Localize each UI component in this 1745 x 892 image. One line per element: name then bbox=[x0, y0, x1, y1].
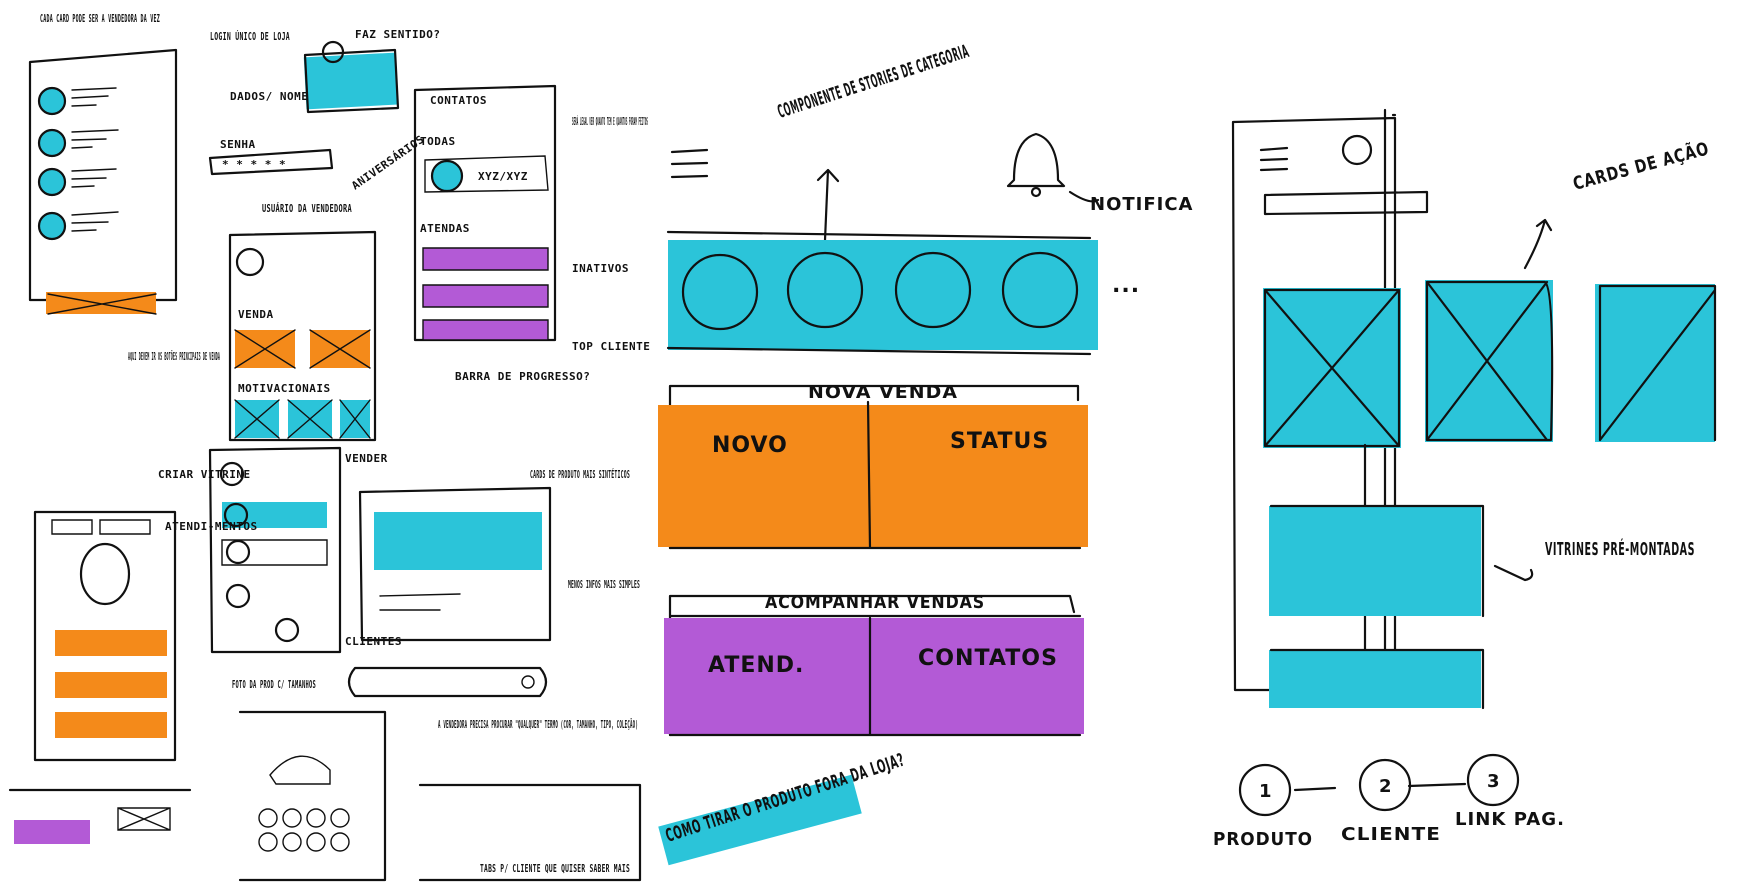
step-2-circle bbox=[1358, 758, 1412, 812]
sketch-product-cards bbox=[358, 486, 552, 642]
middle-sketch: COMPONENTE DE STORIES DE CATEGORIA NOTIF… bbox=[650, 0, 1195, 892]
sketch-card-list-phone bbox=[28, 48, 178, 315]
note-faz-sentido: FAZ SENTIDO? bbox=[355, 28, 440, 41]
sketch-product-detail bbox=[238, 666, 642, 882]
avatar-circle bbox=[1341, 134, 1373, 166]
atend-label: ATEND. bbox=[708, 653, 804, 678]
note-xyz: XYZ/XYZ bbox=[478, 170, 528, 183]
note-dados-nome: DADOS/ NOME bbox=[230, 90, 308, 103]
note-top-clientes: TOP CLIENTES bbox=[572, 340, 650, 353]
note-atendimentos: ATENDI-MENTOS bbox=[165, 520, 258, 533]
note-inativos: INATIVOS bbox=[572, 262, 629, 275]
left-sketches-svg: CADA CARD PODE SER A VENDEDORA DA VEZ * … bbox=[8, 12, 650, 882]
step-3-num: 3 bbox=[1487, 771, 1501, 792]
note-todas: TODAS bbox=[420, 135, 456, 148]
acompanhar-title: ACOMPANHAR VENDAS bbox=[765, 592, 985, 613]
sketch-vendedora-phone bbox=[228, 230, 377, 442]
novo-label: NOVO bbox=[712, 433, 788, 458]
status-label: STATUS bbox=[950, 429, 1049, 454]
sketch-profile-phone bbox=[33, 510, 177, 762]
step-2-num: 2 bbox=[1379, 776, 1393, 797]
stories-bar bbox=[666, 230, 1098, 356]
note-atendas: ATENDAS bbox=[420, 222, 470, 235]
sketch-vender-phone bbox=[208, 446, 342, 654]
cards-acao-label: CARDS DE AÇÃO bbox=[1570, 136, 1711, 194]
note-usuario: USUÁRIO DA VENDEDORA bbox=[262, 202, 352, 215]
pre-built-showcases bbox=[1269, 443, 1534, 710]
checkout-steps bbox=[1238, 753, 1520, 817]
note-menos-infos: MENOS INFOS MAIS SIMPLES bbox=[568, 578, 640, 591]
bell-icon bbox=[1006, 132, 1100, 203]
nova-venda-section bbox=[658, 384, 1088, 550]
note-contatos: CONTATOS bbox=[430, 94, 487, 107]
vitrines-label: VITRINES PRÉ-MONTADAS bbox=[1545, 538, 1695, 560]
note-card-vendedora: CADA CARD PODE SER A VENDEDORA DA VEZ bbox=[40, 12, 160, 25]
note-login: LOGIN ÚNICO DE LOJA bbox=[210, 30, 290, 43]
step-3-label: LINK PAG. bbox=[1455, 809, 1565, 830]
search-bar bbox=[1263, 190, 1429, 216]
sketch-bottom-strip bbox=[8, 788, 192, 844]
svg-text:* * * * *: * * * * * bbox=[222, 158, 286, 171]
note-criar-vitrine: CRIAR VITRINE bbox=[158, 468, 251, 481]
step-3-circle bbox=[1466, 753, 1520, 807]
note-tabs: TABS P/ CLIENTE QUE QUISER SABER MAIS bbox=[480, 862, 630, 875]
note-cards-produto: CARDS DE PRODUTO MAIS SINTÉTICOS bbox=[530, 468, 630, 481]
note-senha: SENHA bbox=[220, 138, 256, 151]
middle-sketch-svg: COMPONENTE DE STORIES DE CATEGORIA NOTIF… bbox=[658, 41, 1193, 866]
step-2-label: CLIENTE bbox=[1341, 824, 1441, 845]
notifica-label: NOTIFICA bbox=[1090, 194, 1193, 215]
right-sketch-svg: CARDS DE AÇÃO VITRINES PRÉ-MONTADAS 1 2 … bbox=[1213, 108, 1717, 850]
note-foto-prod: FOTO DA PROD C/ TAMANHOS bbox=[232, 678, 316, 691]
stories-label: COMPONENTE DE STORIES DE CATEGORIA bbox=[775, 41, 972, 123]
step-1-num: 1 bbox=[1259, 781, 1273, 802]
acompanhar-section bbox=[664, 594, 1084, 737]
note-venda: VENDA bbox=[238, 308, 274, 321]
action-cards bbox=[1263, 280, 1717, 448]
note-sera-legal: SERÁ LEGAL VER QUANTO TEM E QUANTOS FORA… bbox=[572, 115, 648, 128]
right-sketch: CARDS DE AÇÃO VITRINES PRÉ-MONTADAS 1 2 … bbox=[1195, 0, 1745, 892]
sketch-contatos bbox=[413, 84, 557, 342]
note-vender: VENDER bbox=[345, 452, 388, 465]
nova-venda-title: NOVA VENDA bbox=[808, 382, 958, 403]
stories-more: ... bbox=[1112, 273, 1140, 298]
menu-icon bbox=[1259, 146, 1289, 172]
step-1-circle bbox=[1238, 763, 1292, 817]
cards-acao-arrow bbox=[1523, 218, 1553, 270]
step-1-label: PRODUTO bbox=[1213, 829, 1313, 850]
sketch-login: * * * * * bbox=[208, 40, 400, 176]
contatos-label: CONTATOS bbox=[918, 646, 1058, 671]
stories-arrow bbox=[816, 168, 840, 242]
note-vendedora-precisa: A VENDEDORA PRECISA PROCURAR "QUALQUER" … bbox=[438, 718, 638, 731]
note-botoes: AQUI DEVEM IR OS BOTÕES PRINCIPAIS DE VE… bbox=[128, 350, 220, 363]
hamburger-icon bbox=[670, 148, 709, 179]
note-barra-progresso: BARRA DE PROGRESSO? bbox=[455, 370, 590, 383]
note-clientes: CLIENTES bbox=[345, 635, 402, 648]
left-sketch-sheet: CADA CARD PODE SER A VENDEDORA DA VEZ * … bbox=[0, 0, 650, 892]
note-motivacionais: MOTIVACIONAIS bbox=[238, 382, 331, 395]
